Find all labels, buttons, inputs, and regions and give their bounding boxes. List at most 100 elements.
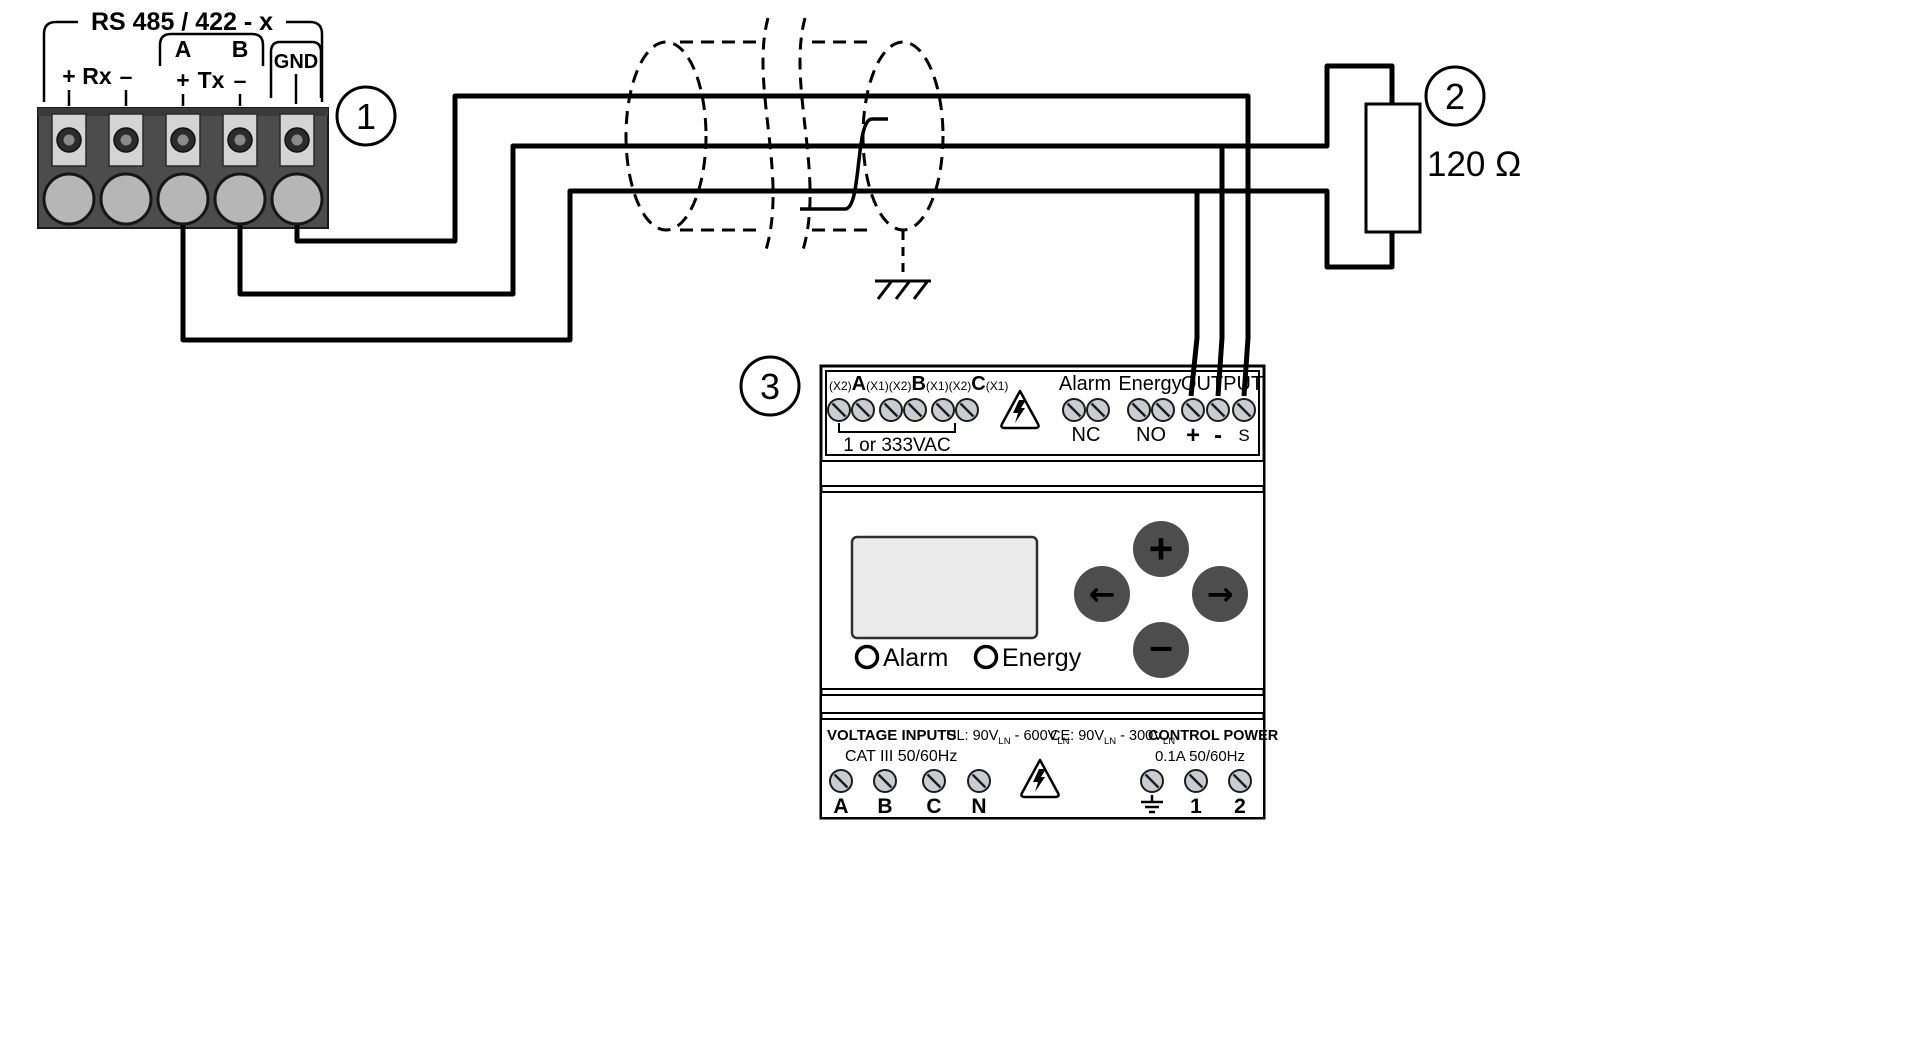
alarm-header: Alarm [1059,373,1111,395]
bottom-label-b: B [877,795,892,818]
meter-display [850,535,1039,640]
energy-led [973,644,999,670]
screw-terminal [878,397,904,423]
no-label: NO [1136,424,1166,446]
bottom-label-2: 2 [1234,795,1246,818]
shield-drain-wire [800,117,888,211]
screw-terminal [826,397,852,423]
output-s-label: S [1238,426,1249,445]
energy-led-label: Energy [1002,644,1082,672]
wire-output-plus [1188,191,1200,397]
nav-left-button [1074,566,1130,622]
connector-wire-holes [42,172,324,226]
screw-terminal-a [828,768,854,794]
ab-bracket [158,32,265,66]
screw-terminal [902,397,928,423]
resistor-body [1364,102,1422,234]
control-power-rating: 0.1A 50/60Hz [1155,748,1245,765]
label-rx-plus: + [62,63,75,89]
ul-rating: UL: 90VLN - 600VLN [946,728,1070,747]
screw-terminal-earth [1139,768,1165,794]
screw-terminal-output-plus [1180,397,1206,423]
nav-right-button [1192,566,1248,622]
nav-down-glyph: – [1149,622,1172,669]
voltage-terminal-bracket [838,423,956,433]
callout-2-number: 2 [1445,76,1465,117]
meter-din-strip-bottom [820,694,1265,714]
screw-terminal-c [921,768,947,794]
power-meter: (X2)A(X1)(X2)B(X1)(X2)C(X1) 1 or 333VAC … [819,364,1279,820]
nav-up-button [1133,521,1189,577]
callout-connector: 1 [335,85,397,147]
nav-right-glyph: → [1207,575,1234,613]
wire-shield [294,93,1251,397]
cat-rating: CAT III 50/60Hz [845,748,957,765]
meter-din-strip-top [820,460,1265,487]
voltage-inputs-label: VOLTAGE INPUTS [827,727,956,744]
energy-header: Energy [1118,373,1181,395]
nav-down-button [1133,622,1189,678]
cable-break-right [798,17,812,251]
gnd-bracket [269,40,323,98]
protective-earth-icon [1141,795,1163,814]
voltage-note: 1 or 333VAC [843,435,950,456]
cable-break-left [761,17,775,251]
screw-terminal-output-minus [1205,397,1231,423]
nc-label: NC [1072,424,1101,446]
screw-terminal-b [872,768,898,794]
bottom-label-1: 1 [1190,795,1202,818]
screw-terminal [850,397,876,423]
shielded-cable [624,17,945,300]
connector-outer-bracket [42,20,78,102]
callout-meter: 3 [739,355,801,417]
screw-terminal-2 [1227,768,1253,794]
terminal-block-top-strip [38,108,328,116]
label-gnd: GND [274,51,318,73]
cable-shield-right-ellipse [861,40,945,232]
cable-shield-left-ellipse [624,40,708,232]
control-power-label: CONTROL POWER [1148,728,1279,744]
label-rx-minus: – [120,63,133,89]
label-b: B [232,36,249,62]
callout-3-number: 3 [760,366,780,407]
screw-terminal-output-s [1231,397,1257,423]
callout-resistor: 2 [1424,65,1486,127]
output-minus-label: - [1214,422,1222,449]
screw-terminal [930,397,956,423]
label-tx-plus: + [176,67,189,93]
connector-outer-bracket [286,20,324,102]
resistor-value: 120 Ω [1427,145,1521,184]
wires [180,63,1395,397]
bottom-label-a: A [833,795,848,818]
screw-terminal-nc [1085,397,1111,423]
label-tx-minus: – [234,67,247,93]
screw-terminal-no [1126,397,1152,423]
voltage-terminal-label: (X2)A(X1)(X2)B(X1)(X2)C(X1) [829,373,1008,395]
meter-top-terminal-section [825,370,1260,456]
screw-terminal-n [966,768,992,794]
alarm-led-label: Alarm [883,644,948,672]
termination-resistor: 120 Ω [1364,102,1521,234]
terminal-block-screw-cells [51,113,315,167]
screw-terminal [954,397,980,423]
ce-rating: CE: 90VLN - 300VLN [1050,728,1175,747]
alarm-led [854,644,880,670]
nav-up-glyph: + [1149,525,1174,572]
earth-ground-icon [875,279,931,300]
pin-ticks [67,74,298,106]
wire-b [237,63,1395,297]
label-a: A [175,36,192,62]
screw-terminal-1 [1183,768,1209,794]
label-rx: Rx [82,63,112,89]
bottom-label-c: C [926,795,941,818]
wire-a [180,188,1395,343]
bottom-label-n: N [971,795,986,818]
wire-output-minus [1215,146,1225,397]
screw-terminal-nc [1061,397,1087,423]
connector-title: RS 485 / 422 - x [91,8,273,36]
nav-left-glyph: ← [1089,575,1116,613]
terminal-screw-heads [56,127,310,153]
label-tx: Tx [198,67,225,93]
output-plus-label: + [1186,422,1200,449]
